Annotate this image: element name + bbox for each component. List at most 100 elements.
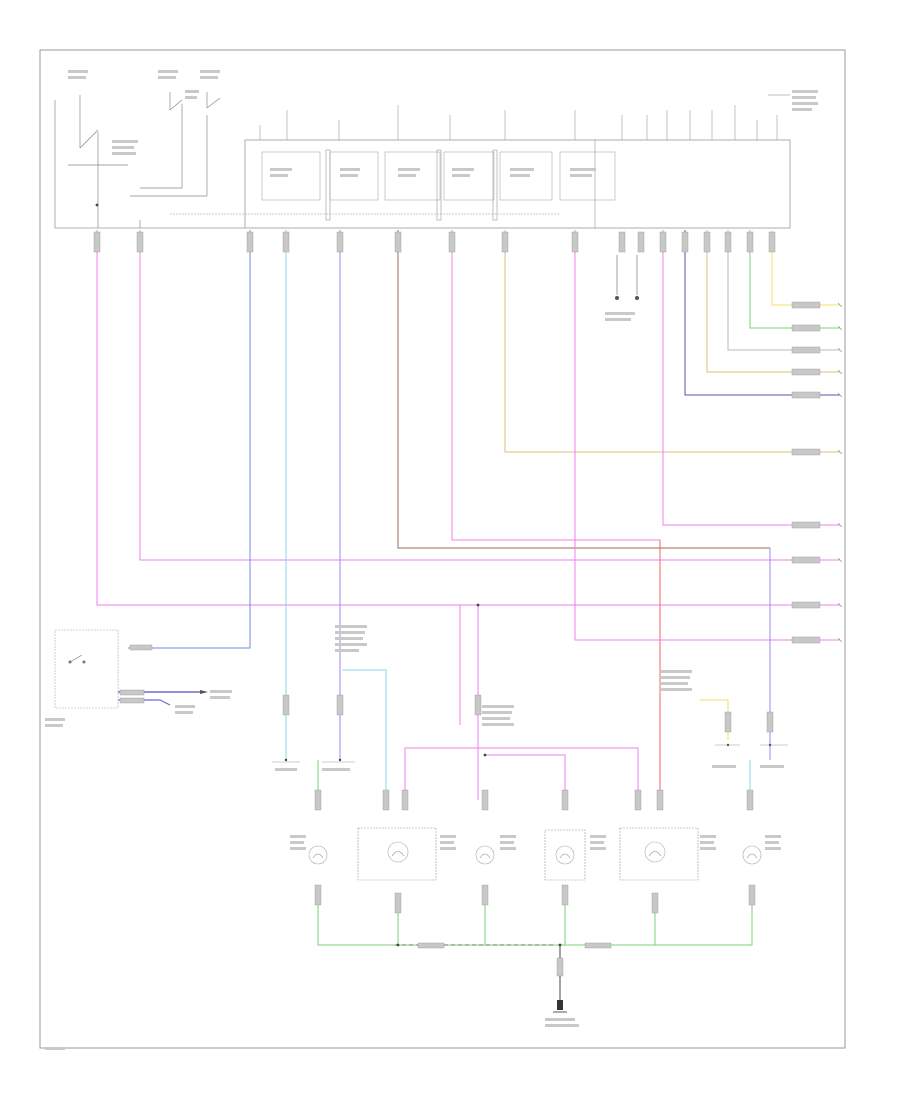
splice-points: [95, 203, 772, 947]
module-connector-dots: [615, 255, 639, 300]
switch-icon: [68, 654, 86, 664]
connector-icon: [584, 942, 612, 949]
wire-yellow: [771, 230, 840, 306]
connector-icon: [746, 789, 754, 811]
wire-pink: [96, 230, 840, 606]
connector-icon: [394, 892, 402, 914]
connector-icon: [336, 231, 344, 253]
connector-icon: [659, 231, 667, 253]
illegible-labels: [45, 70, 818, 1050]
connector-icon: [791, 521, 821, 529]
wire-pink: [574, 230, 840, 641]
wire-pink: [139, 230, 840, 561]
connector-icon: [119, 689, 145, 696]
connector-icon: [448, 231, 456, 253]
headlamp-assembly: [619, 827, 699, 881]
switch-icon: [140, 92, 183, 189]
connector-icon: [474, 694, 482, 716]
connector-icon: [746, 231, 754, 253]
module-body: [244, 139, 791, 229]
module-sub-box: [384, 151, 441, 201]
wire-tan: [504, 230, 840, 453]
connector-icon: [791, 324, 821, 332]
wire-navy: [684, 230, 840, 396]
connector-tags: [93, 231, 821, 977]
connector-icon: [791, 601, 821, 609]
connector-icon: [401, 789, 409, 811]
connector-icon: [651, 892, 659, 914]
connector-icon: [766, 711, 774, 733]
connector-icon: [501, 231, 509, 253]
wire-pink: [451, 230, 661, 800]
wire-group: [96, 230, 840, 1005]
connector-icon: [314, 789, 322, 811]
control-module: [54, 92, 791, 229]
connector-icon: [791, 448, 821, 456]
module-left-frame: [54, 100, 245, 229]
right-terminal-ticks: [837, 302, 843, 643]
connector-icon: [119, 697, 145, 704]
wire-pink: [662, 230, 840, 526]
connector-icon: [791, 556, 821, 564]
connector-icon: [724, 231, 732, 253]
wire-pink: [404, 747, 639, 800]
connector-icon: [561, 884, 569, 906]
wire-blue-gray: [128, 230, 251, 649]
wire-brown: [397, 230, 770, 549]
connector-icon: [382, 789, 390, 811]
connector-icon: [791, 636, 821, 644]
wire-yellow: [700, 699, 729, 740]
bulb-icon: [308, 845, 328, 865]
connector-icon: [561, 789, 569, 811]
wire-green: [317, 900, 753, 946]
connector-icon: [417, 942, 445, 949]
bulb-icon: [475, 845, 495, 865]
connector-icon: [791, 391, 821, 399]
headlamp-assembly: [357, 827, 437, 881]
wire-light-blue: [342, 669, 387, 800]
headlamp-switch: [54, 629, 208, 709]
connector-icon: [571, 231, 579, 253]
connector-icon: [93, 231, 101, 253]
diagram-frame: [39, 49, 846, 1049]
connector-icon: [282, 231, 290, 253]
module-sub-box: [559, 151, 616, 201]
bulb-icon: [644, 841, 666, 863]
connector-icon: [703, 231, 711, 253]
switch-icon: [130, 92, 221, 197]
connector-icon: [394, 231, 402, 253]
connector-icon: [724, 711, 732, 733]
connector-icon: [637, 231, 645, 253]
connector-icon: [768, 231, 776, 253]
connector-icon: [748, 884, 756, 906]
connector-icon: [556, 957, 564, 977]
connector-icon: [791, 368, 821, 376]
bulb-icon: [387, 841, 409, 863]
connector-icon: [481, 789, 489, 811]
connector-icon: [618, 231, 626, 253]
connector-icon: [314, 884, 322, 906]
module-sub-box: [499, 151, 553, 201]
connector-icon: [481, 884, 489, 906]
connector-icon: [656, 789, 664, 811]
module-sub-box: [443, 151, 495, 201]
lamp-row: [308, 827, 762, 881]
bulb-icon: [742, 845, 762, 865]
connector-icon: [681, 231, 689, 253]
wire-green: [749, 230, 840, 329]
bulb-icon: [544, 829, 586, 881]
inline-connectors: [272, 744, 788, 763]
connector-icon: [246, 231, 254, 253]
connector-icon: [136, 231, 144, 253]
switch-icon: [68, 95, 128, 200]
module-pin-stubs: [259, 94, 790, 140]
wire-gray: [727, 230, 840, 351]
connector-icon: [791, 301, 821, 309]
connector-icon: [282, 694, 290, 716]
connector-icon: [791, 346, 821, 354]
wire-pink: [485, 754, 566, 800]
module-sub-box: [261, 151, 321, 201]
connector-icon: [634, 789, 642, 811]
connector-icon: [336, 694, 344, 716]
